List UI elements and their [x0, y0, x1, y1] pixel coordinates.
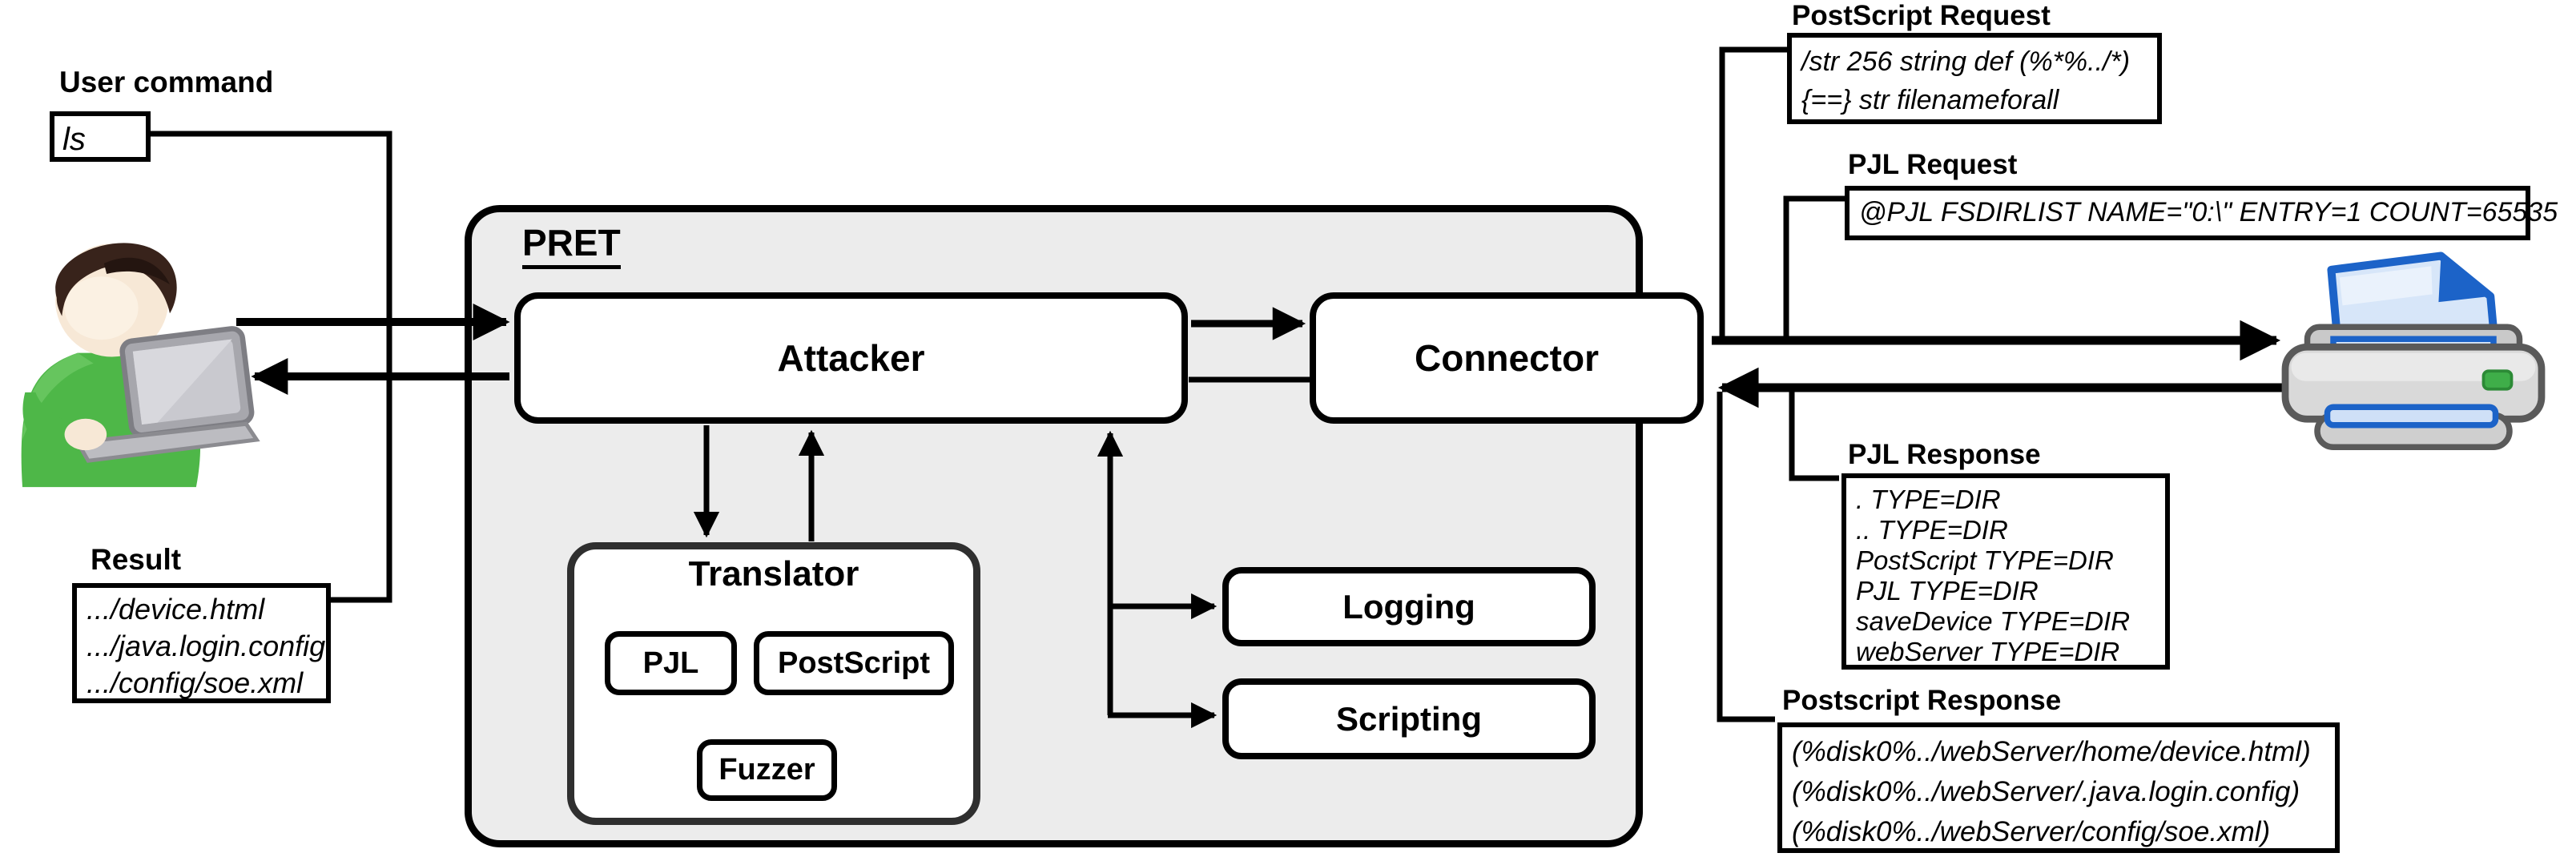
connector-box: Connector — [1310, 292, 1704, 424]
ps-response-title: Postscript Response — [1782, 685, 2062, 716]
pjl-request-box: @PJL FSDIRLIST NAME="0:\" ENTRY=1 COUNT=… — [1845, 186, 2558, 240]
result-line: .../device.html — [87, 593, 265, 626]
pjl-request-title: PJL Request — [1848, 149, 2018, 180]
postscript-box: PostScript — [754, 631, 954, 695]
ps-request-title: PostScript Request — [1792, 0, 2051, 31]
translator-title: Translator — [688, 554, 859, 593]
pjl-response-box: . TYPE=DIR .. TYPE=DIR PostScript TYPE=D… — [1841, 473, 2170, 670]
scripting-box: Scripting — [1222, 678, 1596, 759]
logging-box: Logging — [1222, 567, 1596, 646]
user-command-box: ls — [50, 111, 151, 162]
result-label: Result — [91, 543, 182, 576]
ps-request-box: /str 256 string def (%*%../*) {==} str f… — [1787, 33, 2162, 124]
ps-response-box: (%disk0%../webServer/home/device.html) (… — [1777, 722, 2340, 853]
pjl-box: PJL — [605, 631, 737, 695]
ps-response-line: (%disk0%../webServer/config/soe.xml) — [1792, 816, 2271, 847]
ps-request-line: {==} str filenameforall — [1801, 85, 2059, 115]
user-command-label: User command — [59, 66, 274, 99]
ps-request-line: /str 256 string def (%*%../*) — [1801, 46, 2131, 77]
pjl-response-callout-line — [1789, 392, 1839, 481]
printer-icon — [2281, 251, 2546, 450]
user-command-value: ls — [62, 122, 86, 157]
pjl-response-title: PJL Response — [1848, 439, 2041, 470]
pjl-request-line: @PJL FSDIRLIST NAME="0:\" ENTRY=1 COUNT=… — [1859, 197, 2558, 228]
pjl-response-line: PostScript TYPE=DIR — [1856, 545, 2114, 575]
ps-response-line: (%disk0%../webServer/home/device.html) — [1792, 736, 2311, 767]
result-line: .../java.login.config — [87, 630, 326, 662]
fuzzer-box: Fuzzer — [697, 739, 837, 801]
pjl-request-callout-line — [1783, 195, 1845, 337]
command-to-result-line — [150, 131, 392, 603]
ps-response-callout-line — [1717, 392, 1775, 722]
pjl-response-line: saveDevice TYPE=DIR — [1856, 606, 2131, 636]
pjl-response-line: webServer TYPE=DIR — [1856, 637, 2120, 666]
pjl-response-line: .. TYPE=DIR — [1856, 515, 2008, 545]
user-with-laptop-icon — [21, 243, 260, 488]
attacker-box: Attacker — [514, 292, 1188, 424]
pret-title: PRET — [522, 221, 621, 269]
result-line: .../config/soe.xml — [87, 666, 304, 699]
result-box: .../device.html .../java.login.config ..… — [72, 583, 331, 703]
pjl-response-line: PJL TYPE=DIR — [1856, 576, 2039, 606]
pjl-response-line: . TYPE=DIR — [1856, 485, 2001, 514]
ps-response-line: (%disk0%../webServer/.java.login.config) — [1792, 776, 2300, 807]
ps-request-callout-line — [1719, 46, 1787, 337]
